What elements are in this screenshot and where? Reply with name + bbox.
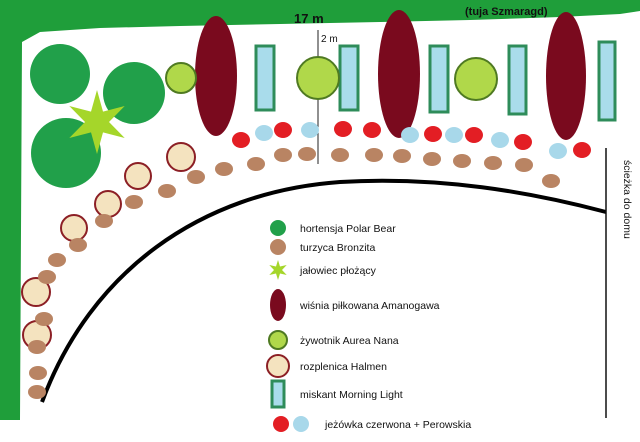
turzyca-plant <box>28 385 46 399</box>
jezowka-plant <box>573 142 591 158</box>
width-label: 17 m <box>294 11 324 26</box>
legend-item-miskant: miskant Morning Light <box>270 379 403 409</box>
ring-cream-icon <box>266 354 290 378</box>
legend: hortensja Polar Bear turzyca Bronzita jało… <box>266 220 471 432</box>
wisnia-plant <box>195 16 237 136</box>
circle-green-icon <box>270 220 286 236</box>
turzyca-plant <box>38 270 56 284</box>
zywotnik-plant <box>296 56 340 100</box>
jezowka-plant <box>424 126 442 142</box>
turzyca-plant <box>29 366 47 380</box>
circle-brown-icon <box>270 239 286 255</box>
dot-red-blue-icon <box>293 416 309 432</box>
turzyca-plant <box>215 162 233 176</box>
turzyca-plant <box>423 152 441 166</box>
perowskia-plant <box>301 122 319 138</box>
legend-item-zywotnik: żywotnik Aurea Nana <box>268 330 399 350</box>
star-lime-icon <box>269 260 287 280</box>
hedge-label: (tuja Szmaragd) <box>465 6 548 18</box>
legend-item-hortensja: hortensja Polar Bear <box>270 220 396 236</box>
legend-item-jezowka: jeżówka czerwona + Perowskia <box>273 416 471 432</box>
turzyca-plant <box>274 148 292 162</box>
turzyca-plant <box>125 195 143 209</box>
perowskia-plant <box>401 127 419 143</box>
turzyca-plant <box>48 253 66 267</box>
legend-label: jeżówka czerwona + Perowskia <box>324 419 471 431</box>
zywotnik-plant <box>165 62 197 94</box>
rozplenica-plant <box>124 162 152 190</box>
perowskia-plant <box>445 127 463 143</box>
miskant-plant <box>507 44 528 116</box>
legend-label: rozplenica Halmen <box>300 361 387 373</box>
jezowka-plant <box>334 121 352 137</box>
jezowka-plant <box>232 132 250 148</box>
turzyca-plant <box>35 312 53 326</box>
legend-label: jałowiec płożący <box>299 265 377 277</box>
legend-item-jalowiec: jałowiec płożący <box>269 260 377 280</box>
turzyca-plant <box>187 170 205 184</box>
legend-label: wiśnia piłkowana Amanogawa <box>299 300 440 312</box>
turzyca-plant <box>453 154 471 168</box>
turzyca-plant <box>298 147 316 161</box>
turzyca-plant <box>331 148 349 162</box>
turzyca-plant <box>247 157 265 171</box>
legend-item-turzyca: turzyca Bronzita <box>270 239 375 255</box>
turzyca-plant <box>28 340 46 354</box>
ring-lime-icon <box>268 330 288 350</box>
miskant-plant <box>597 40 617 122</box>
dot-red-icon <box>273 416 289 432</box>
rozplenica-plant <box>94 190 122 218</box>
miskant-plant <box>428 44 450 114</box>
jezowka-plant <box>465 127 483 143</box>
turzyca-plant <box>69 238 87 252</box>
hortensja-plant <box>31 118 101 188</box>
jalowiec-plant <box>69 90 125 154</box>
ellipse-maroon-icon <box>270 289 286 321</box>
zywotnik-plant <box>454 57 498 101</box>
turzyca-plant <box>365 148 383 162</box>
legend-label: miskant Morning Light <box>300 389 403 401</box>
jezowka-plant <box>514 134 532 150</box>
wisnia-plant <box>546 12 586 140</box>
legend-label: żywotnik Aurea Nana <box>300 335 399 347</box>
turzyca-plant <box>393 149 411 163</box>
legend-item-rozplenica: rozplenica Halmen <box>266 354 387 378</box>
rozplenica-plant <box>166 142 196 172</box>
turzyca-plant <box>95 214 113 228</box>
jezowka-plant <box>274 122 292 138</box>
turzyca-plant <box>542 174 560 188</box>
legend-label: hortensja Polar Bear <box>300 223 396 235</box>
rect-blue-icon <box>270 379 286 409</box>
miskant-plant <box>254 44 276 112</box>
depth-label: 2 m <box>321 34 338 45</box>
miskant-plant <box>338 44 360 112</box>
turzyca-plant <box>484 156 502 170</box>
bed-edge-curve <box>40 178 607 403</box>
rozplenica-plant <box>21 277 51 307</box>
wisnia-plant <box>378 10 420 138</box>
plants-layer <box>21 10 617 399</box>
jezowka-plant <box>363 122 381 138</box>
rozplenica-plant <box>60 214 88 242</box>
turzyca-plant <box>158 184 176 198</box>
legend-item-wisnia: wiśnia piłkowana Amanogawa <box>270 289 440 321</box>
path-label: ścieżka do domu <box>621 160 633 239</box>
perowskia-plant <box>549 143 567 159</box>
perowskia-plant <box>255 125 273 141</box>
hortensja-plant <box>30 44 90 104</box>
legend-label: turzyca Bronzita <box>300 242 375 254</box>
turzyca-plant <box>515 158 533 172</box>
perowskia-plant <box>491 132 509 148</box>
